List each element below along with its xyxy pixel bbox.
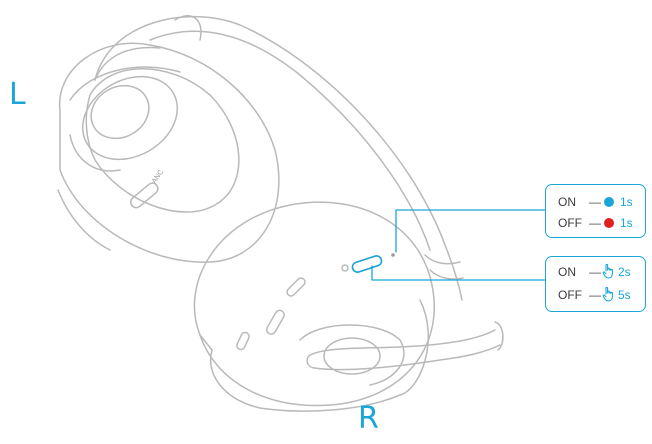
- blue-led-dot-icon: [604, 197, 614, 207]
- power-on-label: ON: [558, 265, 576, 279]
- power-on-row: ON — 2s: [558, 263, 631, 281]
- dash: —: [589, 265, 601, 279]
- dash: —: [589, 216, 601, 230]
- led-indicator-box: ON — 1s OFF — 1s: [545, 184, 646, 238]
- left-side-label: L: [9, 77, 26, 112]
- led-off-label: OFF: [558, 216, 582, 230]
- dash: —: [589, 195, 601, 209]
- dash: —: [589, 288, 601, 302]
- led-on-duration: 1s: [620, 195, 633, 209]
- power-off-duration: 5s: [618, 288, 631, 302]
- led-on-row: ON — 1s: [558, 193, 633, 211]
- power-off-row: OFF — 5s: [558, 286, 631, 304]
- led-off-row: OFF — 1s: [558, 214, 633, 232]
- right-side-label: R: [358, 401, 379, 436]
- anc-marking: ANC: [151, 169, 165, 185]
- red-led-dot-icon: [604, 218, 614, 228]
- press-hand-icon: [602, 263, 616, 282]
- power-on-duration: 2s: [618, 265, 631, 279]
- press-hand-icon: [602, 286, 616, 305]
- power-off-label: OFF: [558, 288, 582, 302]
- led-off-duration: 1s: [620, 216, 633, 230]
- led-on-label: ON: [558, 195, 576, 209]
- power-press-box: ON — 2s OFF — 5s: [545, 256, 646, 312]
